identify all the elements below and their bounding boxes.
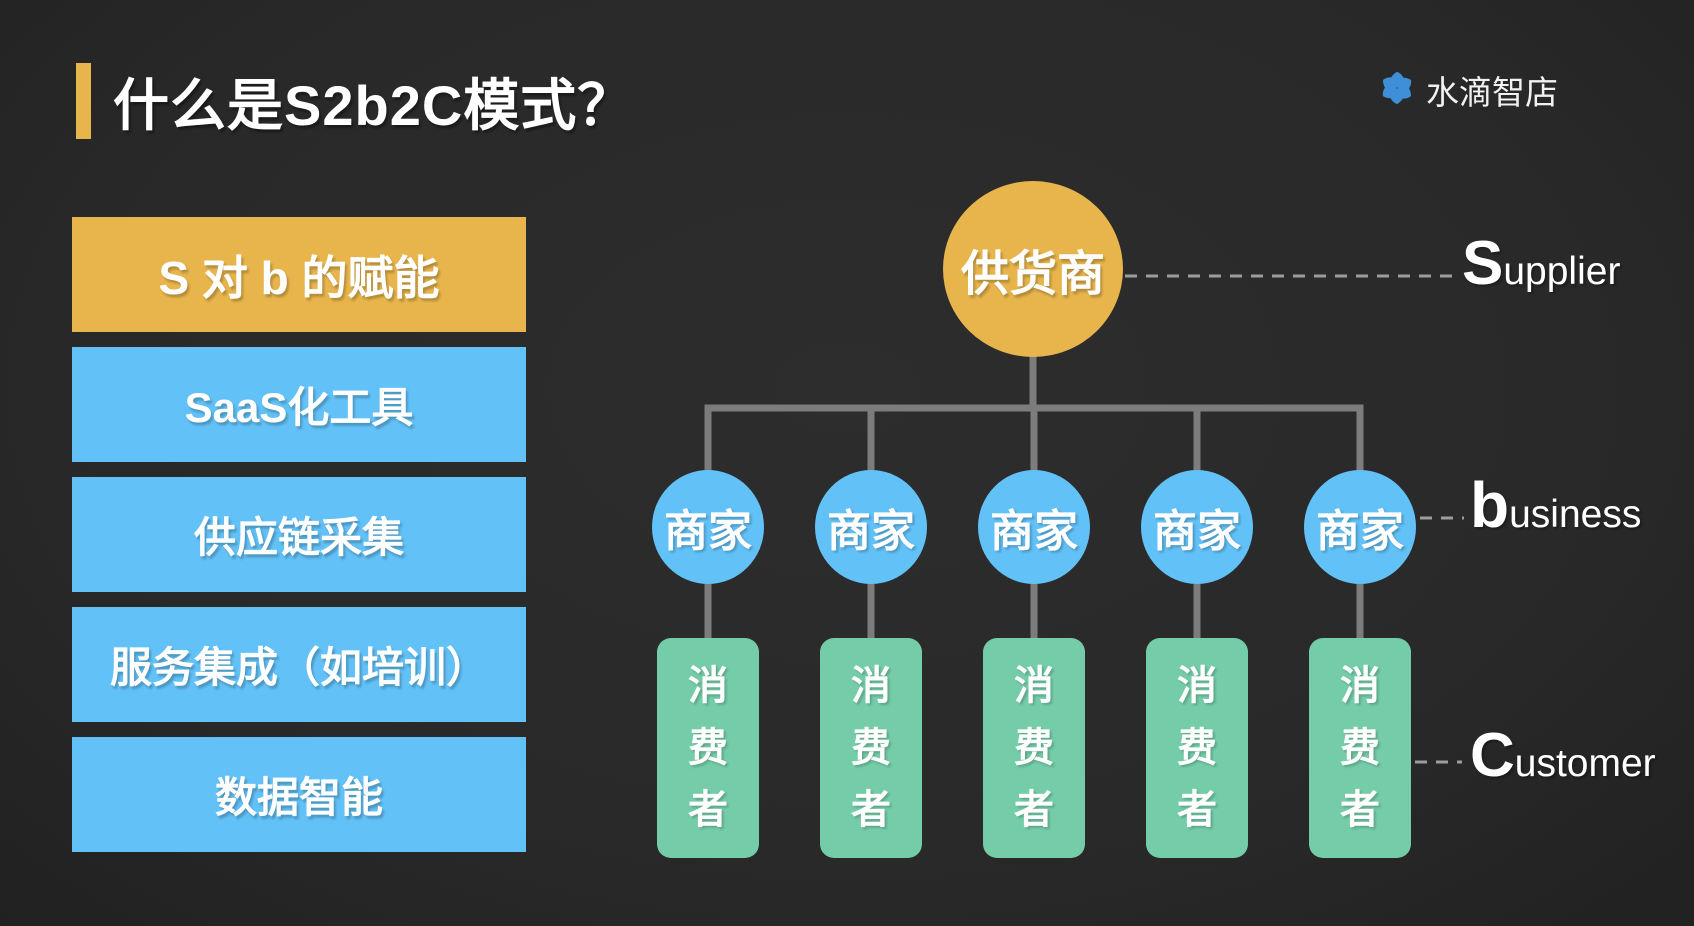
customer-node-label: 消费者	[688, 664, 728, 832]
stack-item-data: 数据智能	[72, 737, 526, 852]
business-node: 商家	[1304, 470, 1416, 584]
brand-name: 水滴智店	[1426, 74, 1558, 111]
title-accent-bar	[76, 63, 91, 139]
page-title: 什么是S2b2C模式？	[113, 73, 635, 137]
stack-header-box: S 对 b 的赋能	[72, 217, 526, 332]
customer-label: C ustomer	[1470, 725, 1656, 787]
business-label-initial: b	[1470, 469, 1510, 541]
stack-item-supply-chain: 供应链采集	[72, 477, 526, 592]
business-node: 商家	[652, 470, 764, 584]
water-drop-pinwheel-icon	[1378, 69, 1416, 112]
business-label: b usiness	[1470, 473, 1641, 537]
supplier-label-rest: upplier	[1503, 250, 1621, 293]
business-node: 商家	[978, 470, 1090, 584]
customer-label-rest: ustomer	[1514, 742, 1656, 785]
business-node: 商家	[1141, 470, 1253, 584]
customer-node: 消费者	[820, 638, 922, 858]
customer-node: 消费者	[1309, 638, 1411, 858]
header: 什么是S2b2C模式？	[76, 62, 634, 140]
customer-node-label: 消费者	[1177, 664, 1217, 832]
customer-node: 消费者	[657, 638, 759, 858]
customer-node-label: 消费者	[1014, 664, 1054, 832]
stack-item-saas: SaaS化工具	[72, 347, 526, 462]
customer-label-initial: C	[1470, 721, 1515, 790]
supplier-node: 供货商	[943, 181, 1123, 357]
supplier-label: S upplier	[1462, 233, 1620, 295]
brand-logo: 水滴智店	[1378, 69, 1558, 112]
business-label-rest: usiness	[1509, 493, 1642, 536]
business-node: 商家	[815, 470, 927, 584]
customer-node-label: 消费者	[851, 664, 891, 832]
customer-node: 消费者	[983, 638, 1085, 858]
customer-node-label: 消费者	[1340, 664, 1380, 832]
stack-item-service: 服务集成（如培训）	[72, 607, 526, 722]
customer-node: 消费者	[1146, 638, 1248, 858]
supplier-label-initial: S	[1462, 229, 1504, 298]
